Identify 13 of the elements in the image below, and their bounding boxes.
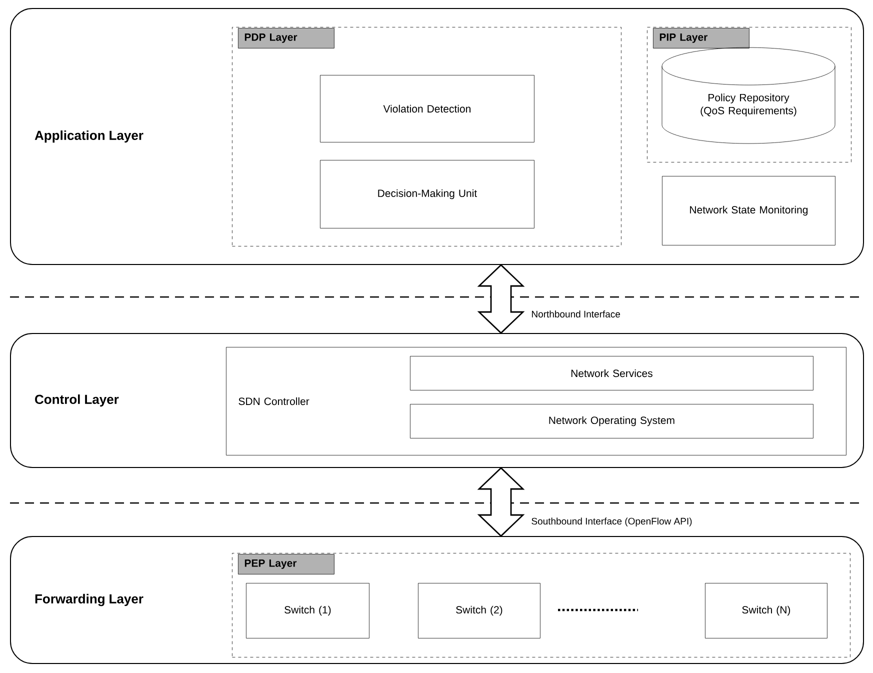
double-arrow <box>477 264 525 334</box>
process-box: Violation Detection <box>320 75 534 142</box>
process-box: Switch (2) <box>418 583 540 638</box>
process-box: Switch (1) <box>246 583 370 638</box>
database-cylinder: Policy Repository (QoS Requirements) <box>662 47 836 144</box>
process-box: Decision-Making Unit <box>320 160 534 228</box>
edge-label: Southbound Interface (OpenFlow API) <box>530 516 694 528</box>
process-box: Network State Monitoring <box>662 176 836 246</box>
process-box: Switch (N) <box>705 583 828 638</box>
process-box: Network Operating System <box>410 404 814 438</box>
process-box: Network Services <box>410 356 814 390</box>
double-arrow <box>477 467 525 537</box>
edge-label: Northbound Interface <box>530 310 622 318</box>
